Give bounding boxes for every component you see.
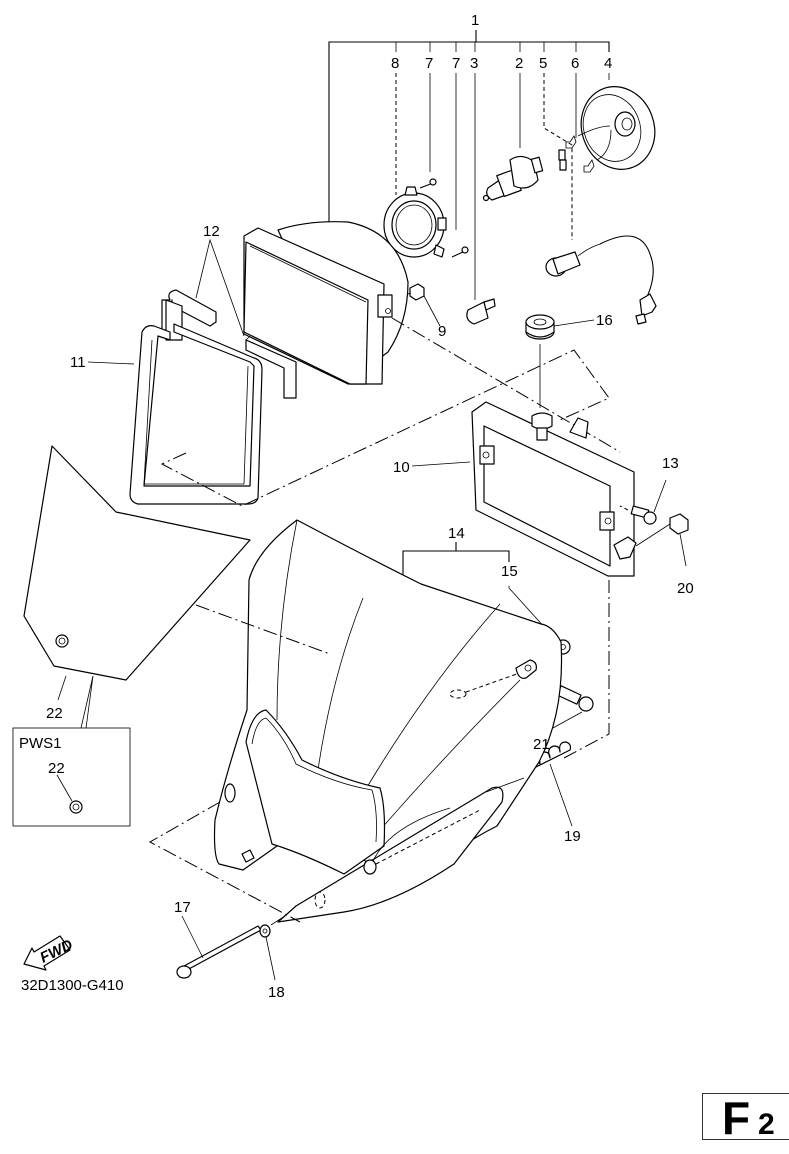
callout-21: 21 [533,736,550,753]
part-22-decal-plate [23,445,251,701]
callout-5: 5 [539,55,547,72]
assembly-guide-lower [148,604,331,923]
part-17-long-bolt [176,915,262,979]
callout-7a: 7 [425,55,433,72]
callout-20: 20 [677,580,694,597]
page-id-letter: F [722,1092,751,1144]
callout-6: 6 [571,55,579,72]
group-1-bracket [328,30,610,230]
callout-7b: 7 [452,55,460,72]
part-6-holder-spring [565,125,612,173]
part-4-socket-cover [580,86,656,170]
part-8-retaining-ring [383,186,447,258]
group-1-leaders [395,73,610,300]
callout-8: 8 [391,55,399,72]
callout-1: 1 [471,12,479,29]
part-7-screw-upper [419,178,437,189]
callout-15: 15 [501,563,518,580]
callout-14: 14 [448,525,465,542]
fwd-arrow-icon: FWD [23,935,76,971]
part-5-socket-cord [545,235,657,325]
part-12-damper-lower [245,335,297,399]
cowl-side-panel [277,777,525,923]
callout-16: 16 [596,312,613,329]
part-2-headlight-bulb [482,149,567,202]
part-11-frame-damper [87,323,263,505]
callout-22a: 22 [46,705,63,722]
pws1-variant-box [12,675,131,827]
callout-18: 18 [268,984,285,1001]
callout-10: 10 [393,459,410,476]
part-3-position-bulb [466,298,496,325]
part-12-leaders [195,238,245,337]
part-20-nut [635,513,689,567]
callout-17: 17 [174,899,191,916]
variant-box-label: PWS1 [19,735,62,752]
part-14-headlight-cowl [213,519,563,887]
callout-4: 4 [604,55,612,72]
callout-13: 13 [662,455,679,472]
drawing-code: 32D1300-G410 [21,977,124,994]
page-id-number: 2 [758,1108,775,1141]
part-10-bracket [411,401,637,577]
callout-3: 3 [470,55,478,72]
part-16-grommet [525,314,595,408]
page-id-box: F 2 [702,1092,789,1144]
part-13-bolt [619,479,667,525]
headlight-unit-body [243,221,409,385]
callout-9: 9 [438,323,446,340]
callout-12: 12 [203,223,220,240]
callout-2: 2 [515,55,523,72]
callout-19: 19 [564,828,581,845]
part-18-washer [259,915,286,981]
callout-labels: 1 8 7 7 3 2 5 6 4 12 11 9 16 10 13 14 15… [19,12,694,1001]
callout-11: 11 [70,354,86,371]
part-7-screw-lower [451,246,469,258]
callout-22b: 22 [48,760,65,777]
